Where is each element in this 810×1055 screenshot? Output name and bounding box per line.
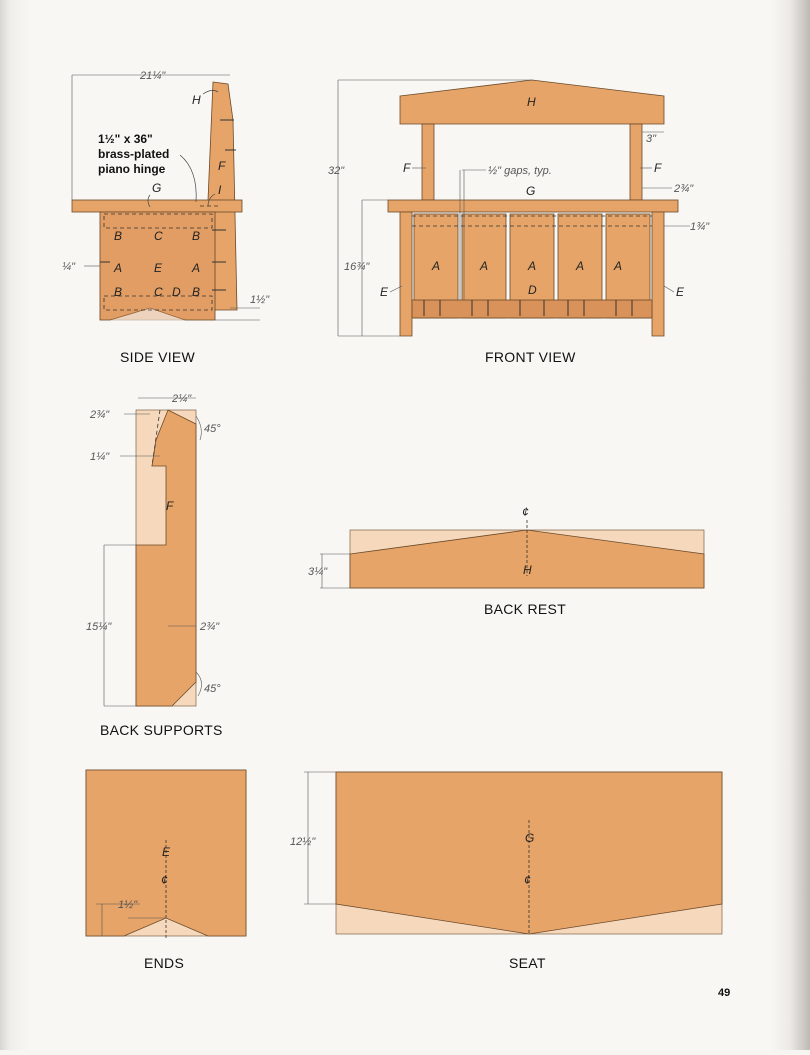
front-end-left — [399, 211, 413, 337]
front-label-g: G — [526, 184, 535, 198]
back-rest-centerline: ¢ — [522, 505, 529, 519]
front-back-support-right — [629, 123, 643, 201]
ends-view: E ¢ 1½" ENDS — [85, 769, 247, 971]
back-support-dim-height: 15¼" — [86, 621, 112, 633]
front-label-e-left: E — [380, 285, 389, 299]
side-label-b1: B — [114, 229, 122, 243]
front-label-e-right: E — [676, 285, 685, 299]
side-hinge-note-line2: brass-plated — [98, 147, 169, 161]
side-dim-left: ¼" — [62, 261, 76, 273]
front-label-a1: A — [431, 259, 440, 273]
back-support-dim-top: 2¼" — [171, 393, 192, 405]
seat-centerline: ¢ — [524, 873, 531, 887]
side-label-c2: C — [154, 285, 163, 299]
back-supports-caption: BACK SUPPORTS — [100, 722, 223, 738]
side-label-b3: B — [114, 285, 122, 299]
side-label-h: H — [192, 93, 201, 107]
side-view-caption: SIDE VIEW — [120, 349, 196, 365]
seat-dim-depth: 12½" — [290, 836, 316, 848]
front-end-right — [651, 211, 665, 337]
front-label-a3: A — [527, 259, 536, 273]
back-rest-caption: BACK REST — [484, 601, 566, 617]
ends-label-e: E — [162, 845, 171, 859]
front-label-d: D — [528, 283, 537, 297]
front-view: 32" 16¾" 3" 2¾" 1¾" ½" gaps, typ. H F F … — [328, 79, 710, 365]
front-label-a5: A — [613, 259, 622, 273]
front-label-a4: A — [575, 259, 584, 273]
side-label-a2: A — [191, 261, 200, 275]
front-dim-top: 3" — [646, 133, 657, 145]
front-label-a2: A — [479, 259, 488, 273]
front-back-support-left — [421, 123, 435, 201]
back-support-dim-left-top: 2¾" — [89, 409, 110, 421]
back-rest-piece — [349, 529, 705, 589]
front-dim-seat-height: 16¾" — [344, 261, 370, 273]
back-rest-view: ¢ 3¼" H BACK REST — [308, 505, 705, 617]
front-seat — [387, 199, 679, 213]
front-label-h: H — [527, 95, 536, 109]
front-back-rest — [399, 79, 665, 125]
side-label-e: E — [154, 261, 163, 275]
side-label-b2: B — [192, 229, 200, 243]
back-support-dim-notch: 1¼" — [90, 451, 110, 463]
side-label-i: I — [218, 183, 222, 197]
side-label-d: D — [172, 285, 181, 299]
front-view-caption: FRONT VIEW — [485, 349, 576, 365]
front-dim-height: 32" — [328, 165, 345, 177]
side-label-a1: A — [113, 261, 122, 275]
back-support-label-f: F — [166, 499, 174, 513]
side-hinge-note-line1: 1½" x 36" — [98, 132, 153, 146]
front-gaps-note: ½" gaps, typ. — [488, 165, 552, 177]
front-dim-g: 2¾" — [673, 183, 694, 195]
front-screws — [423, 300, 633, 316]
side-view: 21¼" ¼" 1½" 1½" x 36" brass-plated piano… — [62, 70, 270, 365]
back-supports-view: 2¼" 2¾" 1¼" 45° 15¼" 2¾" 45° F BACK SUPP… — [86, 393, 223, 738]
front-label-f-right: F — [654, 161, 662, 175]
front-label-f-left: F — [403, 161, 411, 175]
seat-caption: SEAT — [509, 955, 546, 971]
back-support-dim-angle-top: 45° — [204, 423, 221, 435]
back-support-dim-width: 2¾" — [199, 621, 220, 633]
ends-centerline: ¢ — [161, 873, 168, 887]
back-rest-label-h: H — [523, 563, 532, 577]
side-label-b4: B — [192, 285, 200, 299]
seat-label-g: G — [525, 831, 534, 845]
back-rest-dim-height: 3¼" — [308, 566, 328, 578]
ends-caption: ENDS — [144, 955, 184, 971]
front-dim-side: 1¾" — [690, 221, 710, 233]
ends-dim-notch: 1½" — [118, 899, 138, 911]
side-end-panel — [99, 211, 216, 321]
side-dim-bottom: 1½" — [250, 294, 270, 306]
side-dim-width: 21¼" — [139, 70, 166, 82]
back-support-dim-angle-bottom: 45° — [204, 683, 221, 695]
seat-view: G ¢ 12½" SEAT — [290, 771, 723, 971]
side-label-g: G — [152, 181, 161, 195]
page-number: 49 — [718, 987, 730, 999]
side-hinge-note-line3: piano hinge — [98, 162, 166, 176]
side-label-c1: C — [154, 229, 163, 243]
side-label-f: F — [218, 159, 226, 173]
